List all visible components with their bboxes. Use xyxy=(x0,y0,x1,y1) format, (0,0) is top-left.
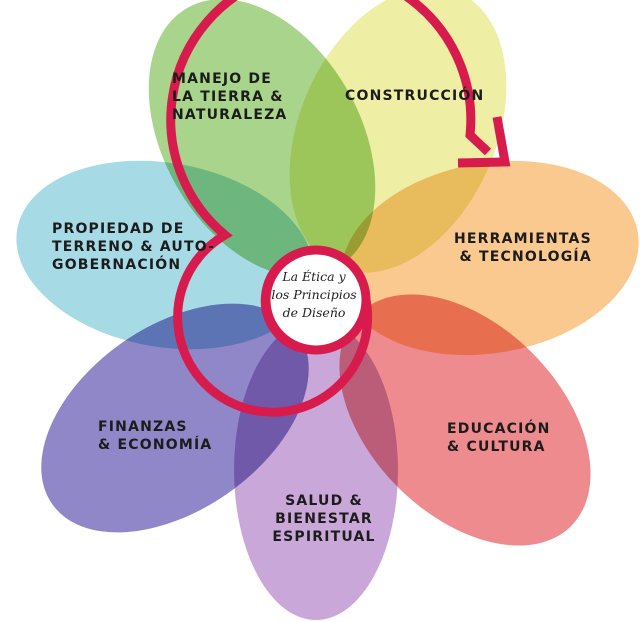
label-built: CONSTRUCCIÓN xyxy=(345,88,485,104)
label-tools: HERRAMIENTAS & TECNOLOGÍA xyxy=(454,231,592,265)
petal-education xyxy=(339,294,591,546)
spiral-arrowhead xyxy=(457,116,511,168)
label-finance: FINANZAS & ECONOMÍA xyxy=(98,419,213,453)
petal-tenure xyxy=(16,160,314,350)
label-education: EDUCACIÓN & CULTURA xyxy=(447,421,551,455)
spiral-group xyxy=(166,0,511,417)
center-title: La Ética y los Principios de Diseño xyxy=(271,269,357,320)
label-land: MANEJO DE LA TIERRA & NATURALEZA xyxy=(172,71,288,123)
petal-finance xyxy=(41,303,309,533)
center-circle xyxy=(261,245,371,355)
label-health: SALUD & BIENESTAR ESPIRITUAL xyxy=(272,493,376,545)
label-tenure: PROPIEDAD DE TERRENO & AUTO- GOBERNACIÓN xyxy=(52,221,216,273)
